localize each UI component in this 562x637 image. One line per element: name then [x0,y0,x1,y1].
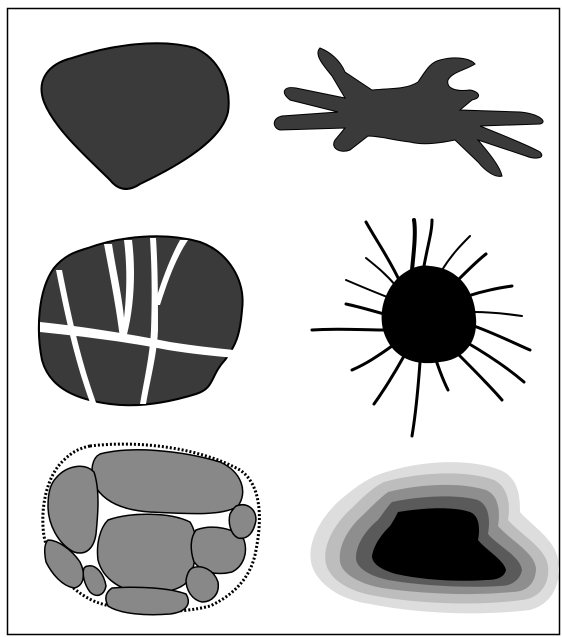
branching-shape [274,48,543,176]
spike [468,286,512,296]
spike [474,312,522,316]
spike [436,360,448,390]
pebble [97,514,196,592]
smooth-blob-shape [42,43,229,189]
pebble [92,450,243,514]
spiky-star-core [382,265,477,363]
pebble-cluster [43,444,260,615]
spike [474,326,530,350]
spike [346,304,384,314]
spike [412,220,415,270]
spike [312,329,384,330]
spike [374,356,404,404]
spike [466,342,524,382]
spike [458,254,486,280]
spike [424,220,432,266]
spike [352,346,392,370]
spike [346,280,390,298]
concentric-blob [310,462,558,613]
cracked-blob [39,236,243,408]
spike [412,362,420,436]
spike [442,236,470,270]
pebble [106,587,188,614]
spiky-star [312,220,530,436]
spike [366,258,396,286]
